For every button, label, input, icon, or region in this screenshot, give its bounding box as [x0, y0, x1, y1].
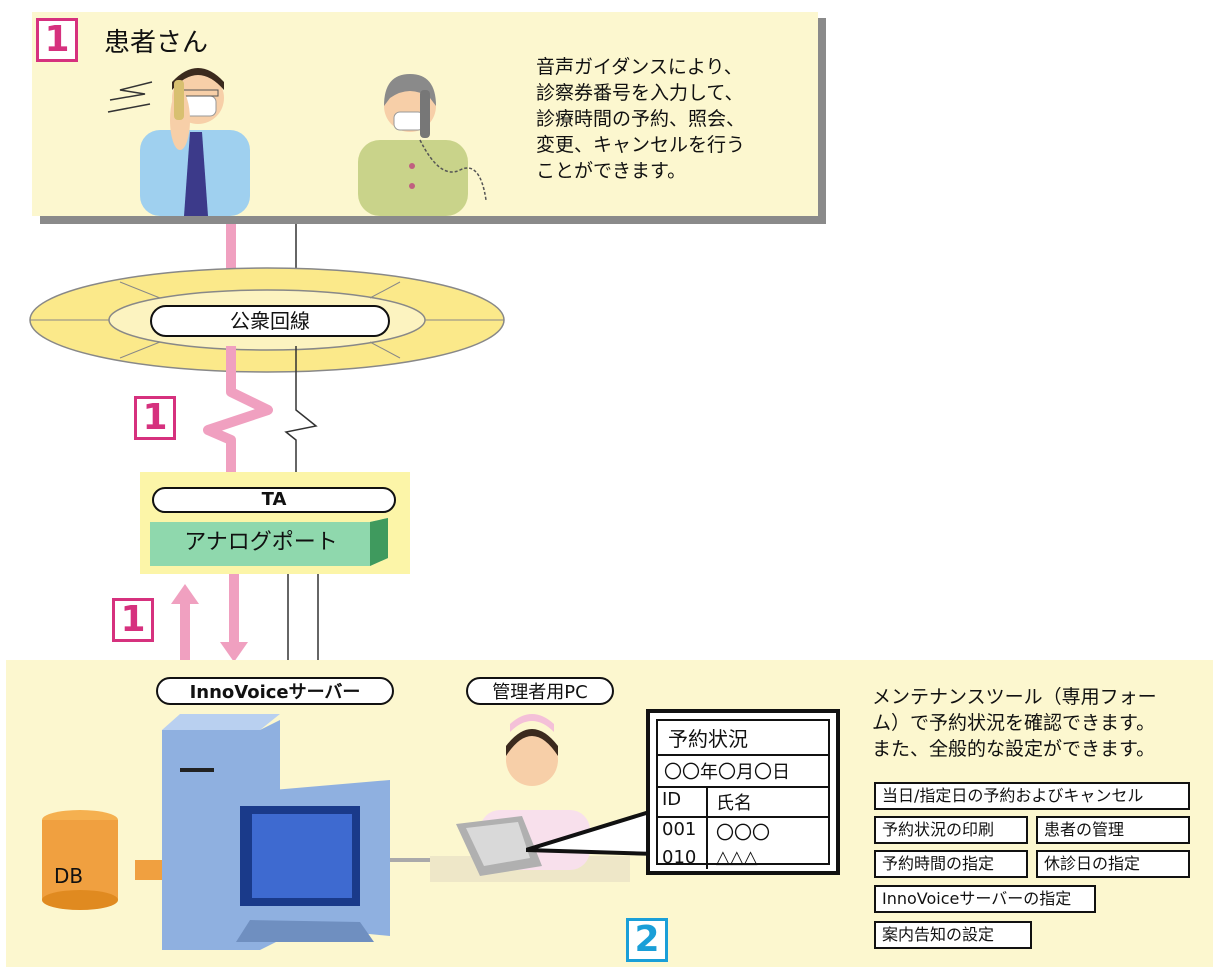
desc-line: 変更、キャンセルを行う: [536, 134, 746, 156]
analog-port-shape: [150, 518, 388, 566]
step-badge-2: 2: [626, 918, 668, 962]
col-name-header: 氏名: [716, 793, 752, 814]
desc-line: ム）で予約状況を確認できます。: [872, 712, 1156, 734]
row-id: 010: [658, 846, 708, 869]
step-badge-1: 1: [134, 396, 176, 440]
col-id-header: ID: [658, 788, 708, 816]
screen-header-row: ID 氏名: [658, 788, 828, 818]
db-label: DB: [54, 864, 84, 888]
server-label: InnoVoiceサーバー: [156, 677, 394, 705]
screen-date: 〇〇年〇月〇日: [658, 756, 828, 788]
panel-shadow: [818, 18, 826, 224]
table-row: 010 △△△: [658, 846, 828, 869]
desc-line: メンテナンスツール（専用フォー: [872, 686, 1157, 708]
feature-box: 休診日の指定: [1036, 850, 1190, 878]
desc-line: 音声ガイダンスにより、: [536, 56, 743, 78]
reservation-screen: 予約状況 〇〇年〇月〇日 ID 氏名 001 〇〇〇 010 △△△: [646, 709, 840, 875]
step-badge-1: 1: [112, 598, 154, 642]
nurse-illustration: [430, 714, 630, 882]
row-name: △△△: [716, 847, 758, 868]
feature-box: InnoVoiceサーバーの指定: [874, 885, 1096, 913]
feature-box: 予約状況の印刷: [874, 816, 1028, 844]
elderly-patient-illustration: [358, 74, 487, 216]
male-patient-illustration: [107, 68, 250, 216]
server-illustration: [42, 714, 470, 950]
ta-label: TA: [152, 487, 396, 513]
callout-pointer: [526, 807, 658, 857]
network-label: 公衆回線: [150, 305, 390, 337]
desc-line: 診療時間の予約、照会、: [536, 108, 746, 130]
patient-title: 患者さん: [104, 28, 209, 58]
desc-line: また、全般的な設定ができます。: [872, 738, 1156, 760]
feature-box: 患者の管理: [1036, 816, 1190, 844]
row-name: 〇〇〇: [716, 823, 770, 844]
patient-description: 音声ガイダンスにより、 診察券番号を入力して、 診療時間の予約、照会、 変更、キ…: [536, 54, 745, 184]
analog-port-label: アナログポート: [184, 530, 338, 555]
table-row: 001 〇〇〇: [658, 818, 828, 846]
feature-box: 当日/指定日の予約およびキャンセル: [874, 782, 1190, 810]
desc-line: 診察券番号を入力して、: [536, 82, 744, 104]
admin-description: メンテナンスツール（専用フォー ム）で予約状況を確認できます。 また、全般的な設…: [872, 684, 1157, 762]
admin-pc-label: 管理者用PC: [466, 677, 614, 705]
row-id: 001: [658, 818, 708, 846]
step-badge-1: 1: [36, 18, 78, 62]
desc-line: ことができます。: [536, 160, 687, 182]
feature-box: 予約時間の指定: [874, 850, 1028, 878]
screen-title: 予約状況: [658, 721, 828, 756]
panel-shadow: [40, 216, 826, 224]
feature-box: 案内告知の設定: [874, 921, 1032, 949]
